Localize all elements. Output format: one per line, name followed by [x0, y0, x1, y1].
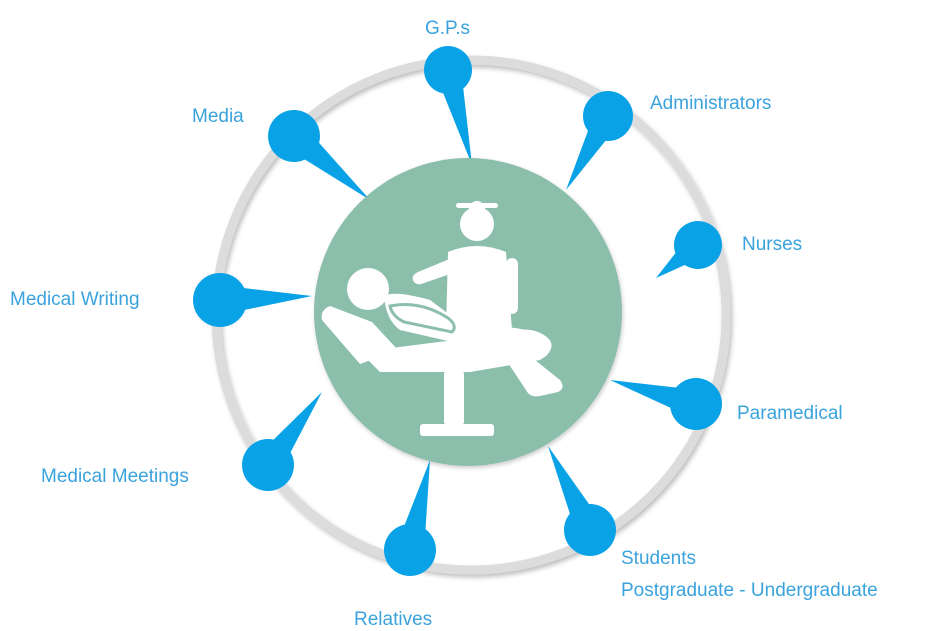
node-media: [268, 110, 320, 162]
node-students: [564, 504, 616, 556]
node-label-students: Students: [621, 548, 696, 569]
node-gps: [424, 46, 472, 94]
nodes: [193, 46, 722, 576]
node-relatives: [384, 524, 436, 576]
node-administrators: [583, 91, 633, 141]
node-label-gps: G.P.s: [425, 18, 471, 39]
node-paramedical: [670, 378, 722, 430]
node-medical-meetings: [242, 439, 294, 491]
node-nurses: [674, 221, 722, 269]
node-label-media: Media: [192, 106, 244, 127]
patient-gown-detail: [388, 303, 456, 334]
node-medical-writing: [193, 273, 247, 327]
node-label-medical-writing: Medical Writing: [10, 289, 140, 310]
node-label-medical-meetings: Medical Meetings: [41, 466, 189, 487]
node-label-nurses: Nurses: [742, 234, 803, 255]
node-label-relatives: Relatives: [354, 609, 433, 630]
node-label-paramedical: Paramedical: [737, 403, 843, 424]
node-label-students-subtitle: Postgraduate - Undergraduate: [621, 580, 878, 601]
doctor-examining-patient-icon: [321, 201, 563, 436]
node-label-administrators: Administrators: [650, 93, 772, 114]
